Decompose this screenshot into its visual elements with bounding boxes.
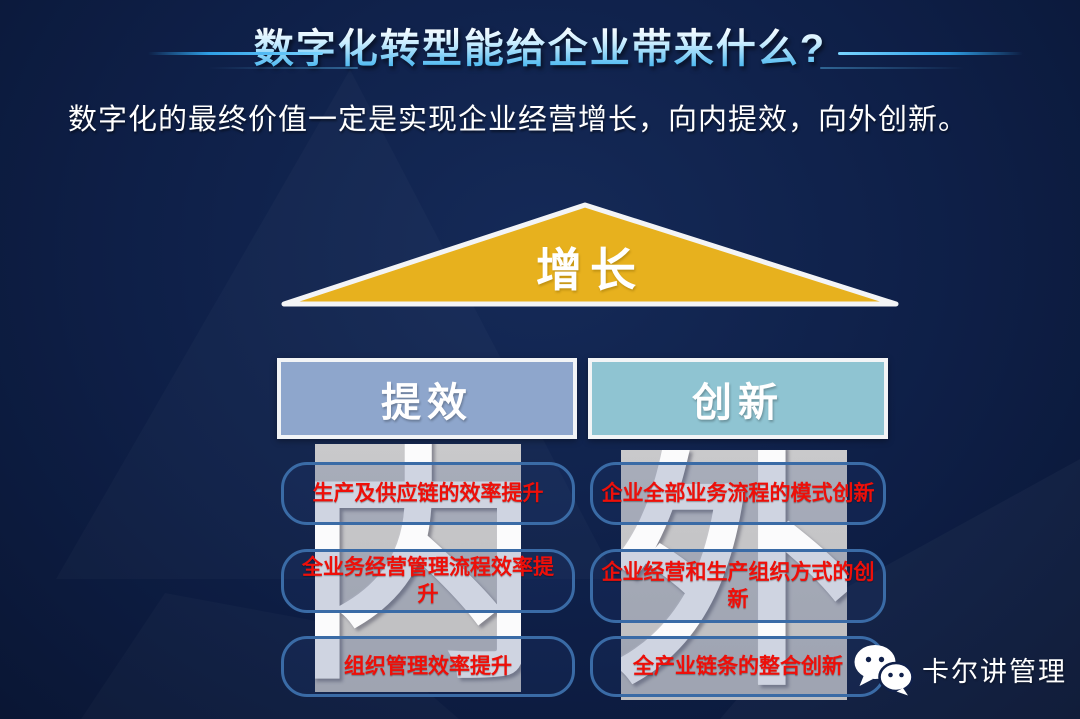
watermark-internal: 内	[315, 444, 521, 692]
innovation-item-1-label: 企业全部业务流程的模式创新	[601, 481, 875, 505]
brand-footer: 卡尔讲管理	[852, 642, 1067, 696]
title-underline-right	[838, 52, 1023, 55]
column-header-innovation: 创新	[588, 358, 888, 439]
column-header-efficiency: 提效	[277, 358, 577, 439]
efficiency-item-2: 全业务经营管理流程效率提升	[281, 549, 575, 613]
innovation-item-2: 企业经营和生产组织方式的创新	[590, 549, 886, 623]
title-underline-left	[148, 52, 323, 55]
roof-shape	[281, 202, 899, 307]
efficiency-item-1: 生产及供应链的效率提升	[281, 462, 575, 525]
innovation-item-2-label: 企业经营和生产组织方式的创新	[601, 560, 875, 611]
efficiency-item-2-label: 全业务经营管理流程效率提升	[302, 555, 554, 606]
column-header-innovation-label: 创新	[692, 380, 784, 425]
brand-name: 卡尔讲管理	[922, 656, 1067, 687]
efficiency-item-3: 组织管理效率提升	[281, 636, 575, 697]
efficiency-item-1-label: 生产及供应链的效率提升	[312, 481, 544, 505]
page-title: 数字化转型能给企业带来什么?	[0, 16, 1080, 74]
title-underline-right-secondary	[820, 67, 965, 69]
column-header-efficiency-label: 提效	[381, 380, 473, 425]
subtitle: 数字化的最终价值一定是实现企业经营增长，向内提效，向外创新。	[68, 104, 969, 136]
innovation-item-3-label: 全产业链条的整合创新	[633, 654, 843, 678]
innovation-item-3: 全产业链条的整合创新	[590, 636, 886, 697]
roof-triangle	[281, 202, 899, 307]
title-underline-left-secondary	[208, 67, 358, 69]
pillar-internal: 内	[315, 444, 521, 692]
watermark-external: 外	[621, 450, 847, 700]
innovation-item-1: 企业全部业务流程的模式创新	[590, 462, 886, 525]
roof-label: 增长	[536, 244, 644, 296]
wechat-icon	[854, 645, 914, 696]
pillar-external: 外	[621, 450, 847, 700]
efficiency-item-3-label: 组织管理效率提升	[344, 654, 512, 678]
